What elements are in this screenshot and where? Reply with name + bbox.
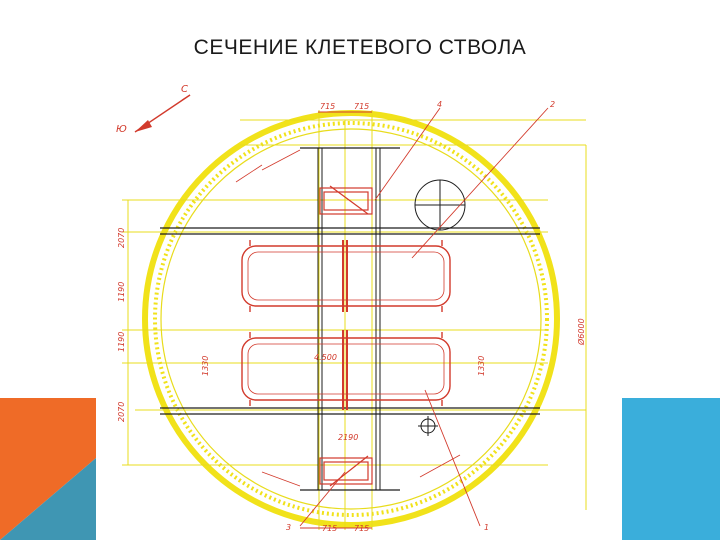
guide-rails: [317, 148, 381, 490]
left-dim-2: 1190: [117, 282, 126, 302]
ring-annotations: [235, 149, 461, 487]
bottom-dim-1: 715: [322, 524, 337, 533]
callout-3: 3: [286, 523, 291, 532]
counterweight-top: [319, 185, 373, 215]
left-dim-1: 2070: [117, 228, 126, 248]
callout-2: 2: [550, 100, 555, 109]
left-dim-4: 2070: [117, 402, 126, 422]
decorative-corner-right: [622, 398, 720, 540]
ladder-compartment: [414, 179, 466, 231]
top-dim-1: 715: [320, 102, 335, 111]
left-dim-3: 1190: [117, 332, 126, 352]
diameter-label: Ø6000: [576, 318, 586, 346]
top-dim-2: 715: [354, 102, 369, 111]
buntons: [160, 147, 540, 491]
cage-width-label: 4.500: [314, 353, 337, 362]
shaft-clear-ring: [160, 128, 542, 510]
bottom-width-label: 2190: [338, 433, 358, 442]
slide-title: СЕЧЕНИЕ КЛЕТЕВОГО СТВОЛА: [193, 36, 527, 59]
callout-1: 1: [484, 523, 489, 532]
shaft-outer-ring: [142, 110, 560, 528]
shaft-inner-ring: [153, 121, 549, 517]
small-fitting: [418, 416, 438, 436]
counterweight-bottom: [319, 455, 373, 487]
compass-arrow: [134, 94, 191, 133]
decorative-corner-left: [0, 398, 96, 540]
cage-height-left: 1330: [201, 356, 210, 376]
cage-height-right: 1330: [477, 356, 486, 376]
compass-north-label: С: [181, 84, 188, 95]
callout-leaders: [299, 107, 549, 529]
compass-south-label: Ю: [116, 124, 127, 135]
bottom-dim-2: 715: [354, 524, 369, 533]
cage-central-divider: [342, 240, 348, 410]
callout-4: 4: [437, 100, 442, 109]
